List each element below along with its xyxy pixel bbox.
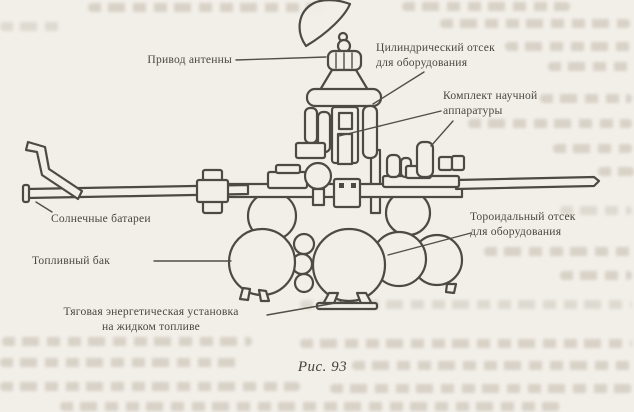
antenna-drive-unit bbox=[326, 49, 363, 72]
label-propulsion-unit: Тяговая энергетическая установка на жидк… bbox=[63, 305, 239, 334]
figure-caption: Рис. 93 bbox=[297, 359, 348, 375]
boom-tip-antenna bbox=[24, 140, 84, 201]
center-post bbox=[369, 148, 382, 215]
label-solar-panels: Солнечные батареи bbox=[51, 212, 151, 225]
label-antenna-drive: Привод антенны bbox=[147, 53, 232, 66]
fuel-tanks bbox=[227, 227, 464, 303]
propulsion-unit bbox=[238, 282, 458, 311]
label-fuel-tank: Топливный бак bbox=[32, 254, 111, 267]
toroidal-compartment bbox=[290, 232, 316, 294]
service-module bbox=[266, 161, 362, 209]
solar-panel-right bbox=[454, 175, 601, 191]
label-toroidal-compartment: Тороидальный отсек для оборудования bbox=[470, 210, 576, 239]
antenna-dish bbox=[298, 0, 352, 54]
label-science-package: Комплект научной аппаратуры bbox=[443, 89, 538, 118]
cylindrical-compartment bbox=[294, 68, 383, 166]
solar-panel-left bbox=[21, 140, 250, 215]
science-instruments bbox=[381, 140, 466, 189]
leader-lines bbox=[35, 56, 472, 316]
label-cylindrical-compartment: Цилиндрический отсек для оборудования bbox=[376, 41, 495, 70]
